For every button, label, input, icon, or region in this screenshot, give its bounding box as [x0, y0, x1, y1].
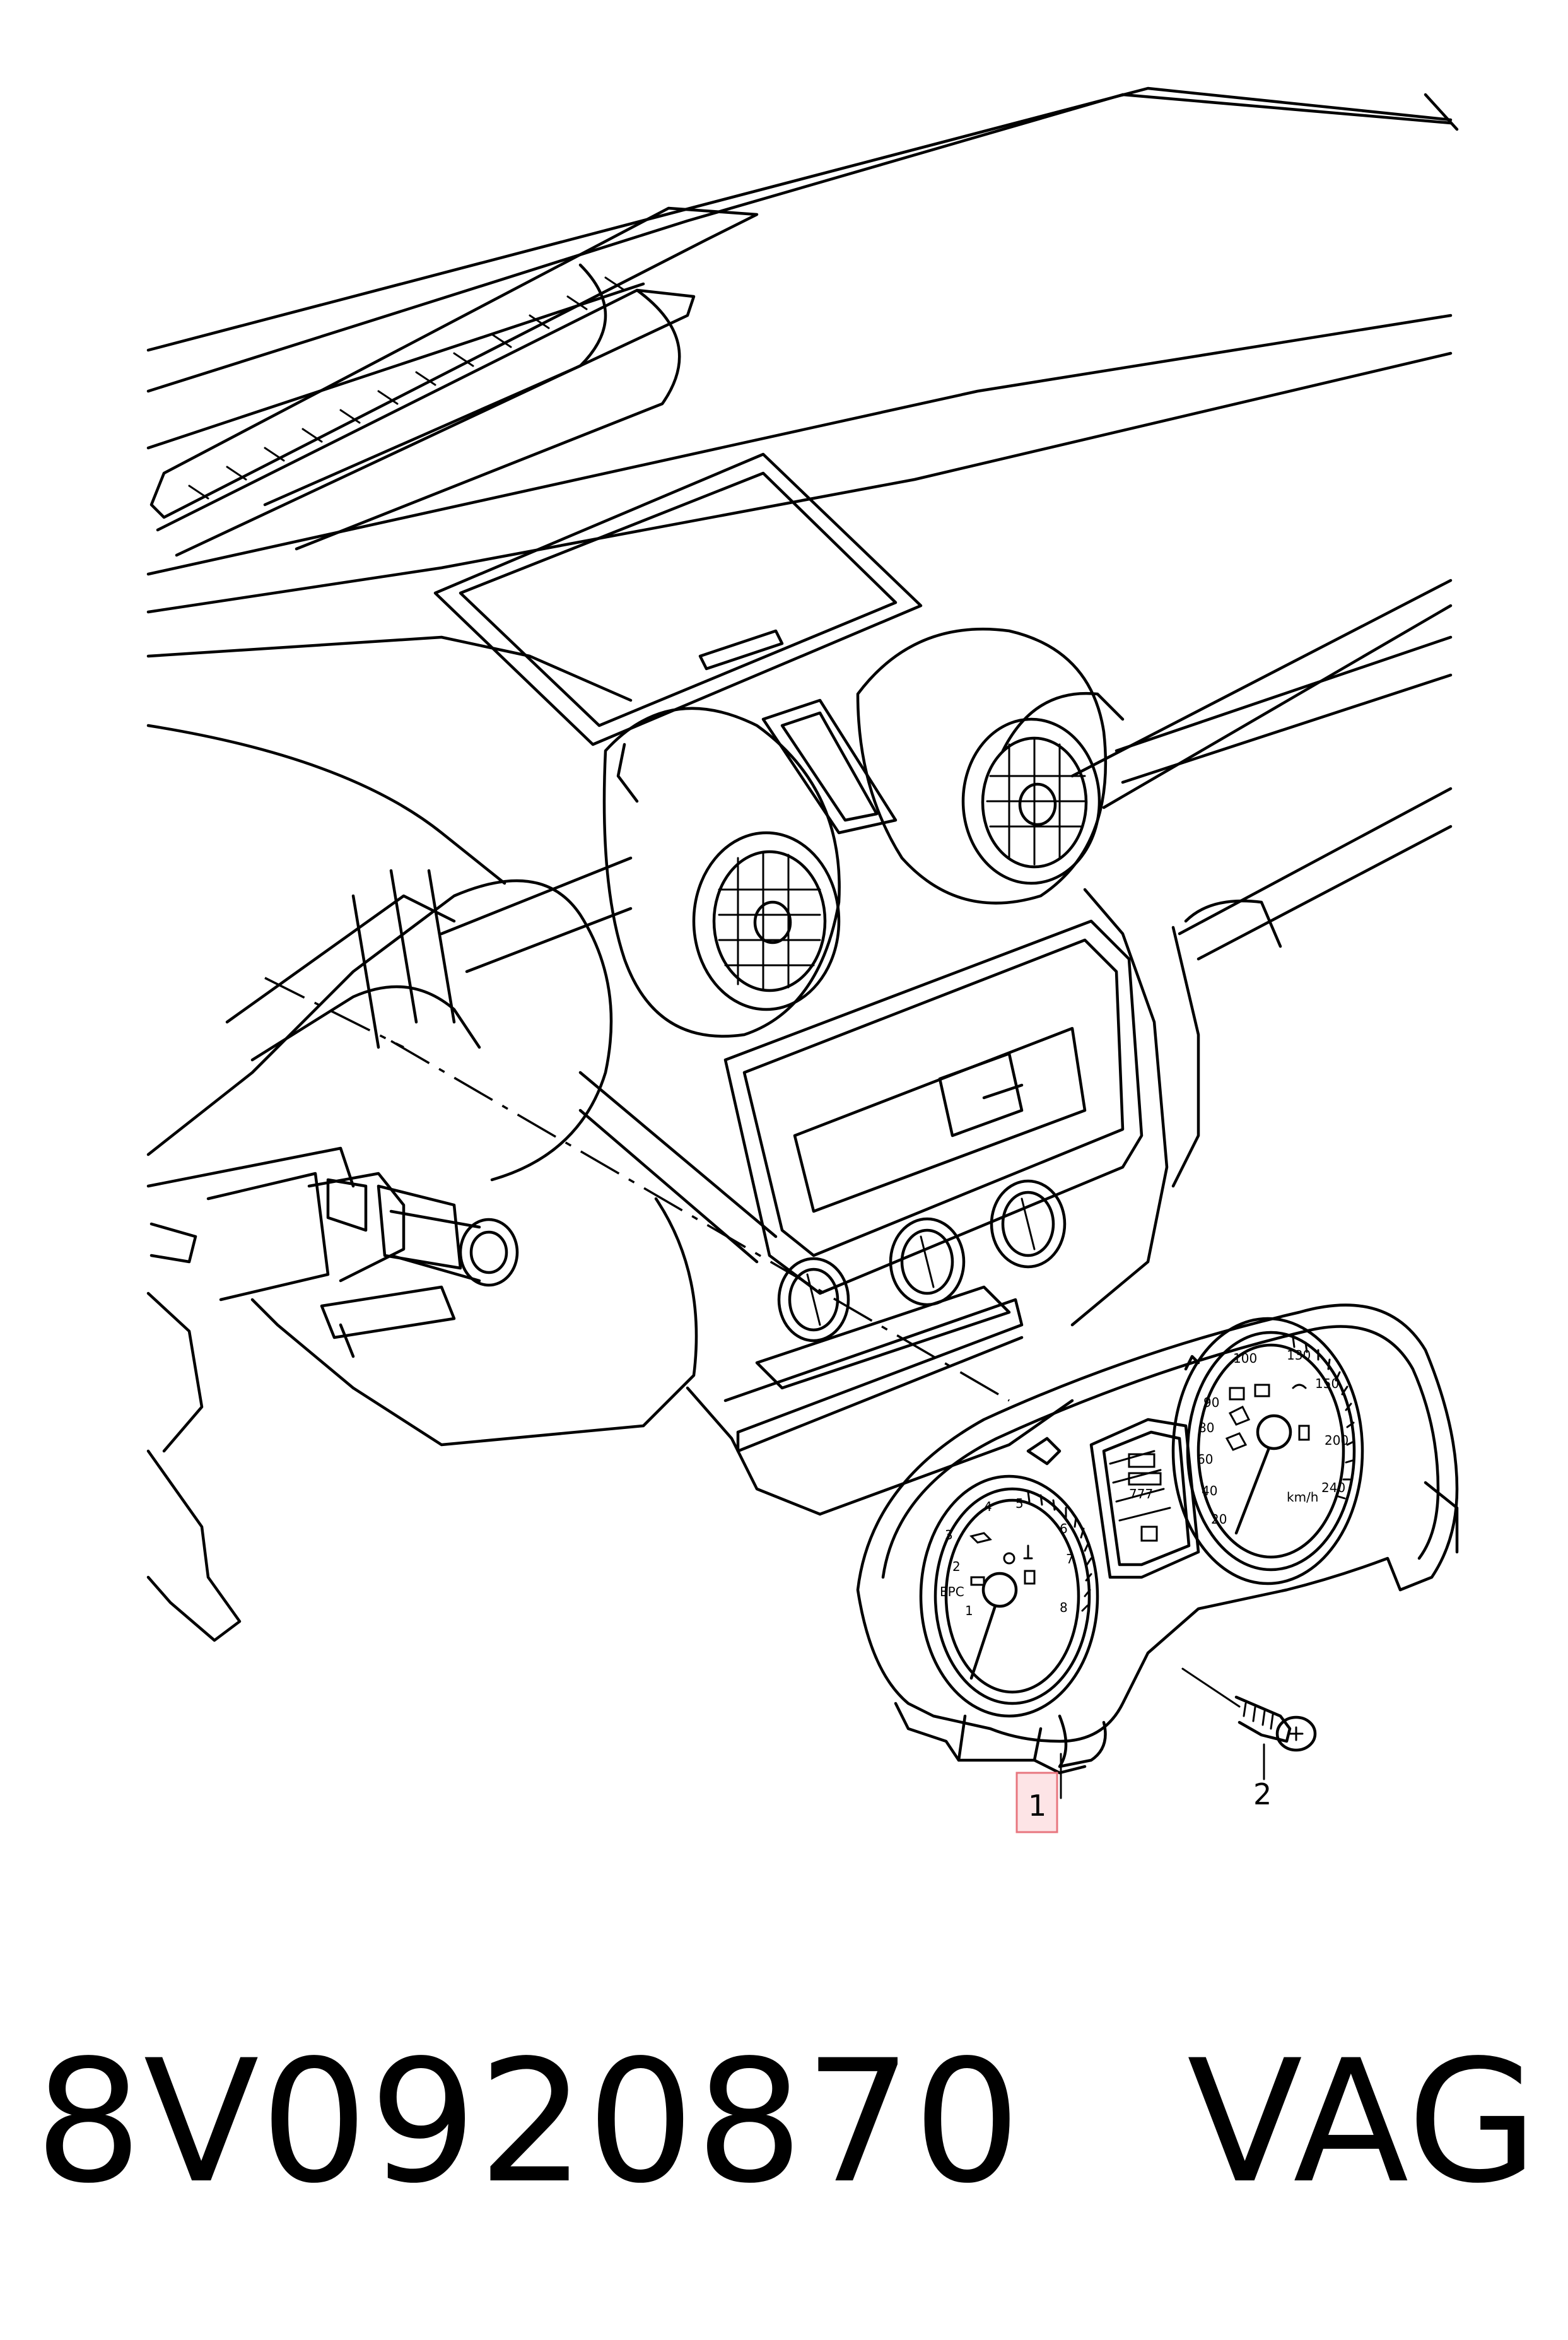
- center-console: [723, 919, 1144, 1295]
- callout-1-highlight: [1015, 1772, 1058, 1833]
- right-gauge-number-240: 240: [1321, 1480, 1345, 1495]
- mounting-screw: [1181, 1667, 1317, 1780]
- part-number: 8V0920870: [35, 2024, 1022, 2221]
- right-dash: [1115, 635, 1453, 961]
- temperature-icon: [1023, 1544, 1033, 1560]
- caption-spacer: [1022, 2024, 1187, 2221]
- door-open-icon: [1225, 1432, 1248, 1451]
- defroster-vent: [149, 206, 759, 557]
- right-gauge-number-60: 60: [1197, 1452, 1213, 1467]
- cluster-hood: [146, 856, 778, 1264]
- callout-2[interactable]: 2: [1253, 1777, 1272, 1811]
- right-gauge-number-80: 80: [1198, 1420, 1214, 1435]
- right-gauge-number-130: 130: [1287, 1348, 1311, 1363]
- left-gauge-number-7: 7: [1066, 1551, 1074, 1567]
- odometer-display: 777: [1129, 1486, 1153, 1502]
- speed-unit-label: km/h: [1287, 1490, 1318, 1505]
- fuel-icon: [1024, 1570, 1036, 1585]
- right-gauge-number-100: 100: [1233, 1351, 1257, 1366]
- callout-1[interactable]: 1: [1015, 1753, 1062, 1833]
- glow-plug-icon: [1292, 1384, 1307, 1389]
- left-gauge-number-5: 5: [1015, 1496, 1024, 1511]
- assembly-line-dash: [264, 977, 404, 1049]
- left-gauge-number-1: 1: [965, 1603, 973, 1618]
- left-gauge-number-4: 4: [984, 1499, 992, 1514]
- part-number-caption: 8V0920870 VAG: [35, 2038, 1540, 2207]
- epc-label: EPC: [940, 1584, 964, 1599]
- left-gauge-number-6: 6: [1060, 1521, 1068, 1536]
- right-gauge-number-40: 40: [1202, 1483, 1217, 1498]
- hazard-switch: [761, 698, 898, 835]
- assembly-line-cluster: [390, 1040, 1010, 1402]
- abs-warning-icon: [1229, 1387, 1245, 1401]
- center-display: [433, 452, 923, 803]
- steering-column: [146, 1146, 519, 1642]
- callout-2-label: 2: [1253, 1777, 1272, 1811]
- oil-warning-icon: [969, 1532, 992, 1544]
- left-gauge-number-2: 2: [952, 1559, 961, 1574]
- right-gauge-number-20: 20: [1211, 1512, 1227, 1527]
- callout-1-label: 1: [1028, 1789, 1046, 1823]
- right-air-vent: [856, 627, 1125, 905]
- right-gauge-number-150: 150: [1315, 1376, 1339, 1391]
- instrument-cluster: 1 2 3 4 5 6 7 8 EPC 777 20 40 60 80: [856, 1303, 1459, 1775]
- brand-name: VAG: [1187, 2024, 1540, 2221]
- dashboard-top: [146, 86, 1459, 450]
- right-gauge-number-90: 90: [1203, 1395, 1219, 1410]
- light-indicator-icon: [1003, 1552, 1015, 1565]
- left-air-vent: [602, 707, 841, 1038]
- dashboard-face: [146, 314, 1453, 885]
- left-gauge-number-3: 3: [945, 1527, 953, 1543]
- airbag-warning-icon: [1254, 1384, 1270, 1397]
- left-gauge-number-8: 8: [1060, 1600, 1068, 1615]
- battery-warning-icon: [970, 1576, 985, 1586]
- fuel-level-icon: [1298, 1425, 1310, 1441]
- right-gauge-number-200: 200: [1325, 1433, 1349, 1448]
- seatbelt-icon: [1228, 1405, 1251, 1426]
